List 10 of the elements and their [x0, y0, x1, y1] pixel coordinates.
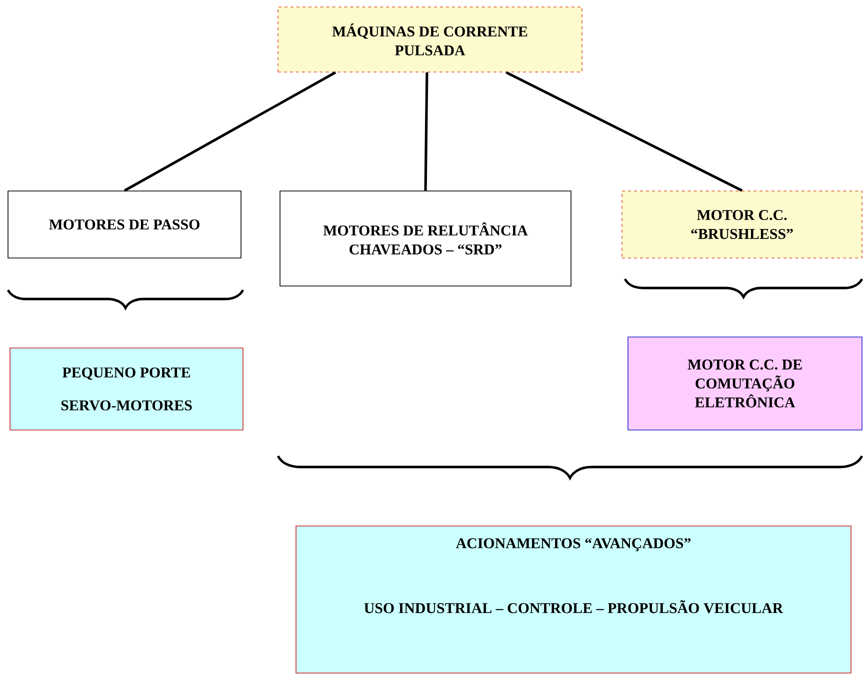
box: MOTORES DE RELUTÂNCIA CHAVEADOS – “SRD” [280, 190, 572, 286]
box: ACIONAMENTOS “AVANÇADOS” USO INDUSTRIAL – CONTROLE – PROPULSÃO VEICULAR [296, 526, 852, 674]
connector-line [506, 71, 743, 192]
box: MÁQUINAS DE CORRENTE PULSADA [278, 6, 582, 72]
box: MOTORES DE PASSO [8, 190, 242, 258]
connector-line [424, 72, 428, 191]
box: MOTOR C.C. DE COMUTAÇÃO ELETRÔNICA [628, 336, 862, 430]
box: MOTOR C.C. “BRUSHLESS” [622, 190, 862, 258]
connector-line [124, 71, 336, 192]
box: PEQUENO PORTE SERVO-MOTORES [10, 348, 244, 430]
